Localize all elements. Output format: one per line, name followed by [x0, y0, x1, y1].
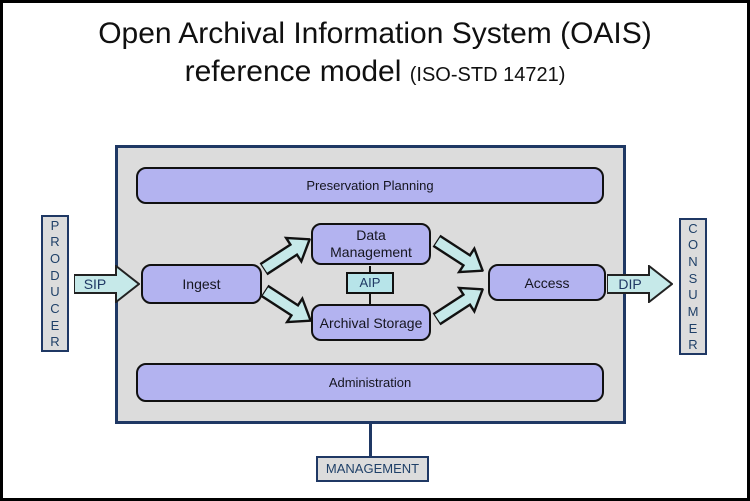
- management-box: MANAGEMENT: [316, 456, 429, 482]
- oais-panel: Preservation Planning Data Management In…: [115, 145, 626, 424]
- title-line-1: Open Archival Information System (OAIS): [98, 17, 652, 50]
- page-title: Open Archival Information System (OAIS) …: [3, 15, 747, 94]
- module-data-management-label: Data Management: [330, 227, 412, 261]
- aip-package-box: AIP: [346, 272, 394, 294]
- data-management-line1: Data: [356, 227, 386, 243]
- module-preservation-planning: Preservation Planning: [136, 167, 604, 204]
- dip-arrow-icon: [607, 265, 673, 303]
- title-line-2-standard: (ISO-STD 14721): [409, 64, 566, 86]
- title-line-2-main: reference model: [184, 55, 410, 88]
- module-ingest: Ingest: [141, 264, 262, 304]
- module-archival-storage: Archival Storage: [311, 304, 431, 341]
- management-connector-line: [369, 421, 372, 456]
- data-management-line2: Management: [330, 244, 412, 260]
- arrow-ingest-to-data-management-icon: [258, 236, 312, 276]
- module-administration: Administration: [136, 363, 604, 402]
- dip-label: DIP: [618, 276, 642, 292]
- arrow-ingest-to-archival-storage-icon: [259, 284, 313, 324]
- sip-arrow-icon: [74, 265, 140, 303]
- module-data-management: Data Management: [311, 223, 431, 265]
- arrow-data-management-to-access-icon: [431, 234, 485, 274]
- sip-label: SIP: [83, 276, 107, 292]
- module-access: Access: [488, 264, 606, 301]
- title-line-2: reference model (ISO-STD 14721): [3, 53, 747, 94]
- arrow-archival-storage-to-access-icon: [431, 286, 485, 326]
